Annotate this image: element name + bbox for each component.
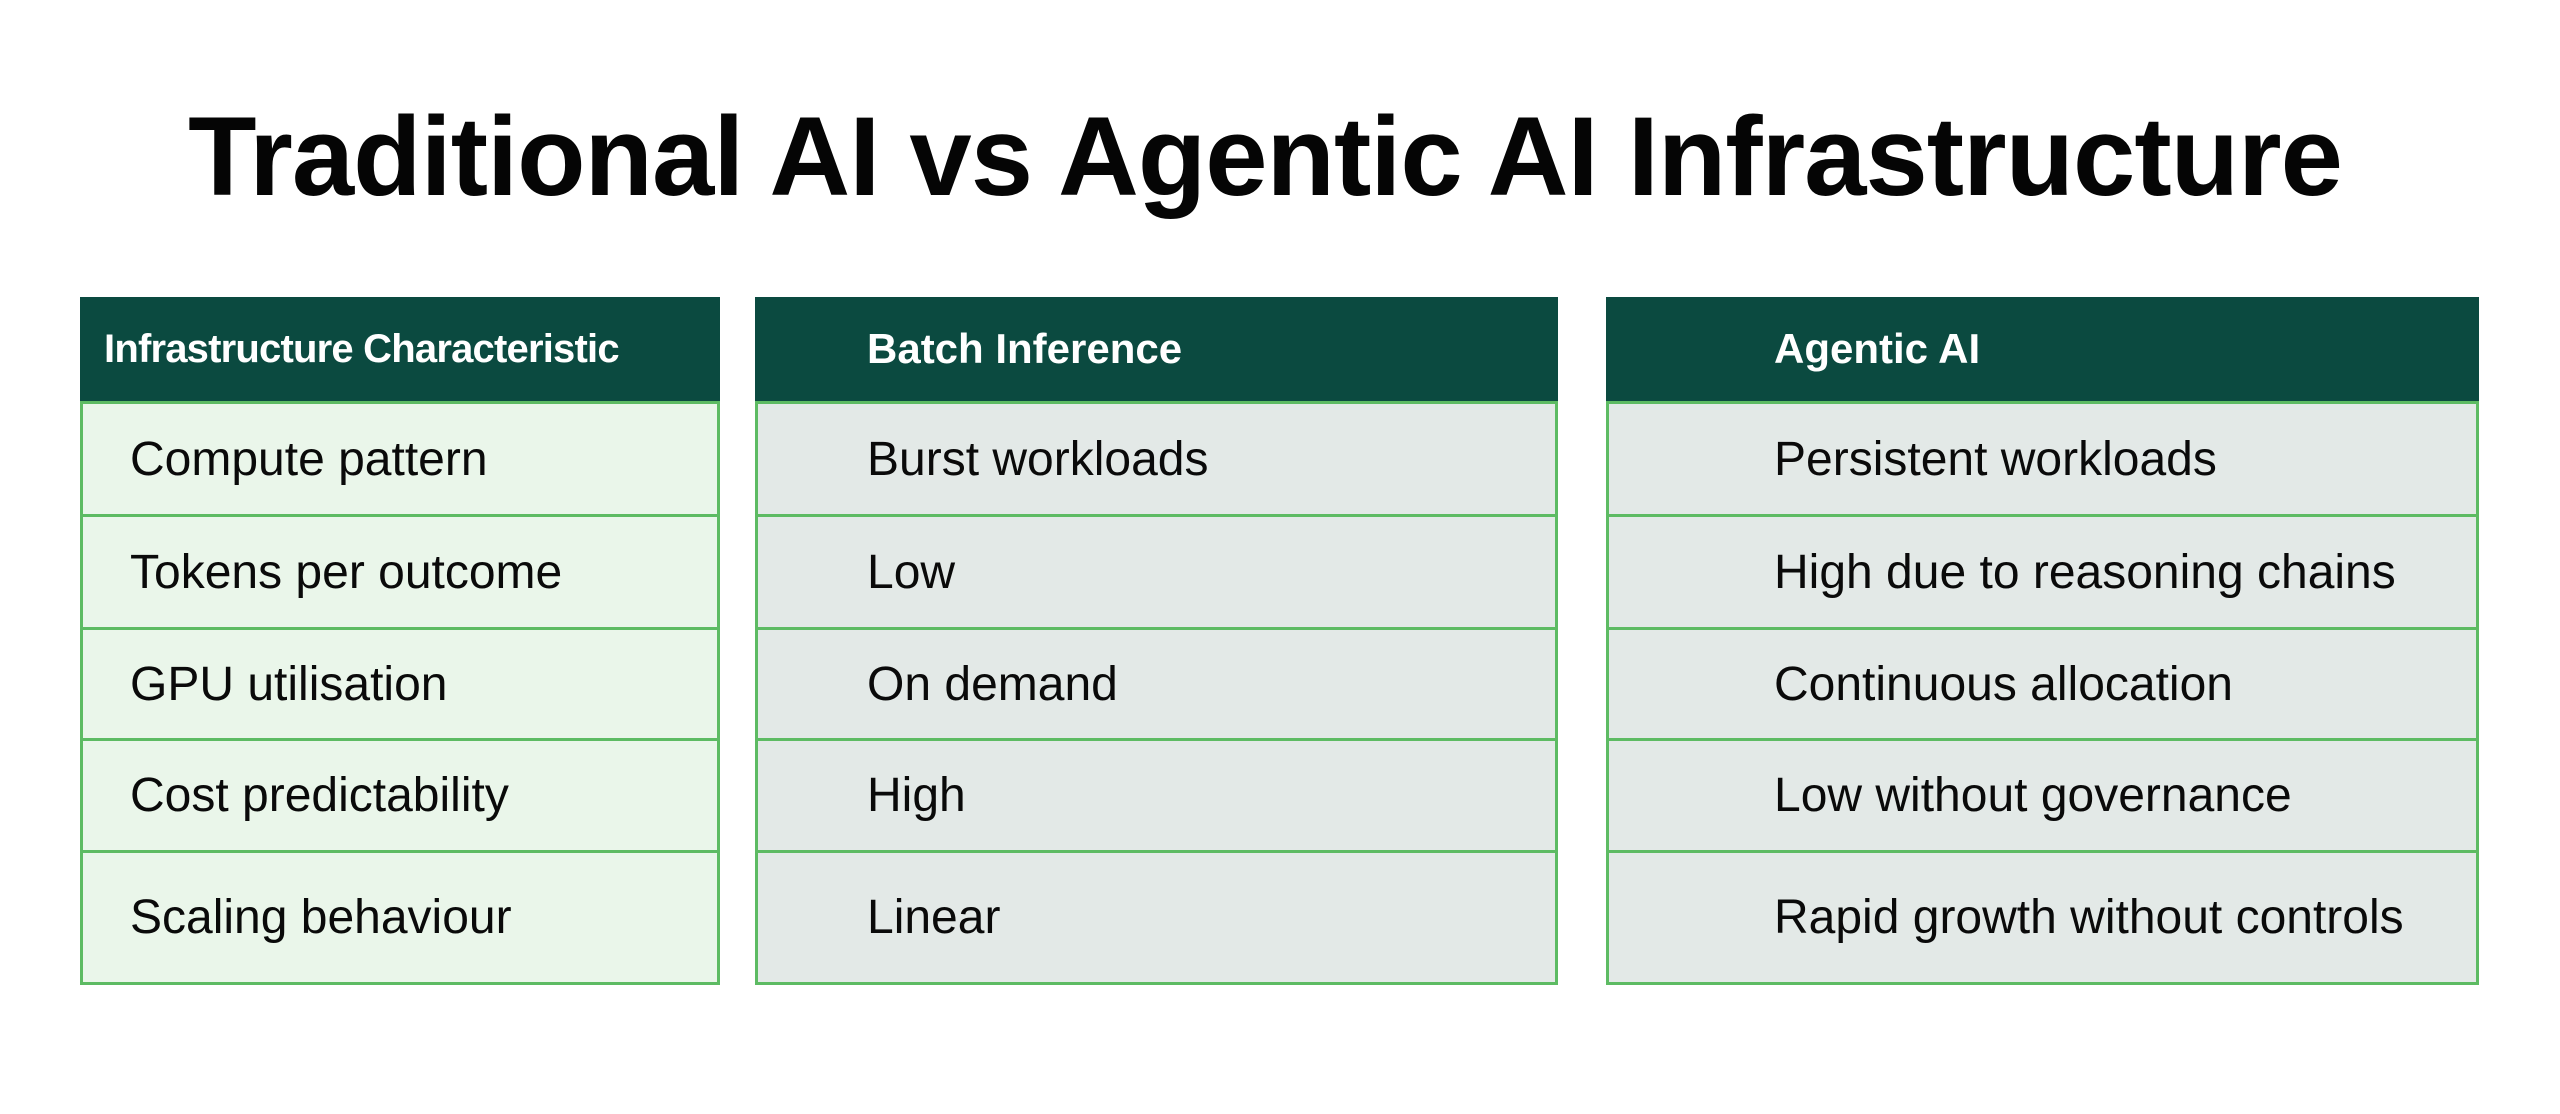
table-cell: Compute pattern bbox=[83, 404, 717, 517]
page-title: Traditional AI vs Agentic AI Infrastruct… bbox=[188, 94, 2343, 219]
table-cell: High bbox=[758, 741, 1555, 853]
column-body: Persistent workloads High due to reasoni… bbox=[1606, 401, 2479, 985]
table-cell: Rapid growth without controls bbox=[1774, 891, 2404, 944]
column-body: Compute pattern Tokens per outcome GPU u… bbox=[80, 401, 720, 985]
column-header: Batch Inference bbox=[755, 297, 1558, 401]
table-cell: On demand bbox=[758, 630, 1555, 741]
table-cell: Burst workloads bbox=[758, 404, 1555, 517]
column-infrastructure-characteristic: Infrastructure Characteristic Compute pa… bbox=[80, 297, 720, 985]
table-cell: Persistent workloads bbox=[1609, 404, 2476, 517]
table-cell: Cost predictability bbox=[83, 741, 717, 853]
table-cell: Tokens per outcome bbox=[83, 517, 717, 630]
column-agentic-ai: Agentic AI Persistent workloads High due… bbox=[1606, 297, 2479, 985]
column-batch-inference: Batch Inference Burst workloads Low On d… bbox=[755, 297, 1558, 985]
column-header: Infrastructure Characteristic bbox=[80, 297, 720, 401]
table-cell: Scaling behaviour bbox=[130, 891, 512, 944]
table-cell: Continuous allocation bbox=[1609, 630, 2476, 741]
column-header: Agentic AI bbox=[1606, 297, 2479, 401]
table-cell: GPU utilisation bbox=[83, 630, 717, 741]
table-cell: High due to reasoning chains bbox=[1609, 517, 2476, 630]
table-cell: Low without governance bbox=[1609, 741, 2476, 853]
column-body: Burst workloads Low On demand High Linea… bbox=[755, 401, 1558, 985]
table-cell: Low bbox=[758, 517, 1555, 630]
table-cell: Linear bbox=[867, 891, 1001, 944]
